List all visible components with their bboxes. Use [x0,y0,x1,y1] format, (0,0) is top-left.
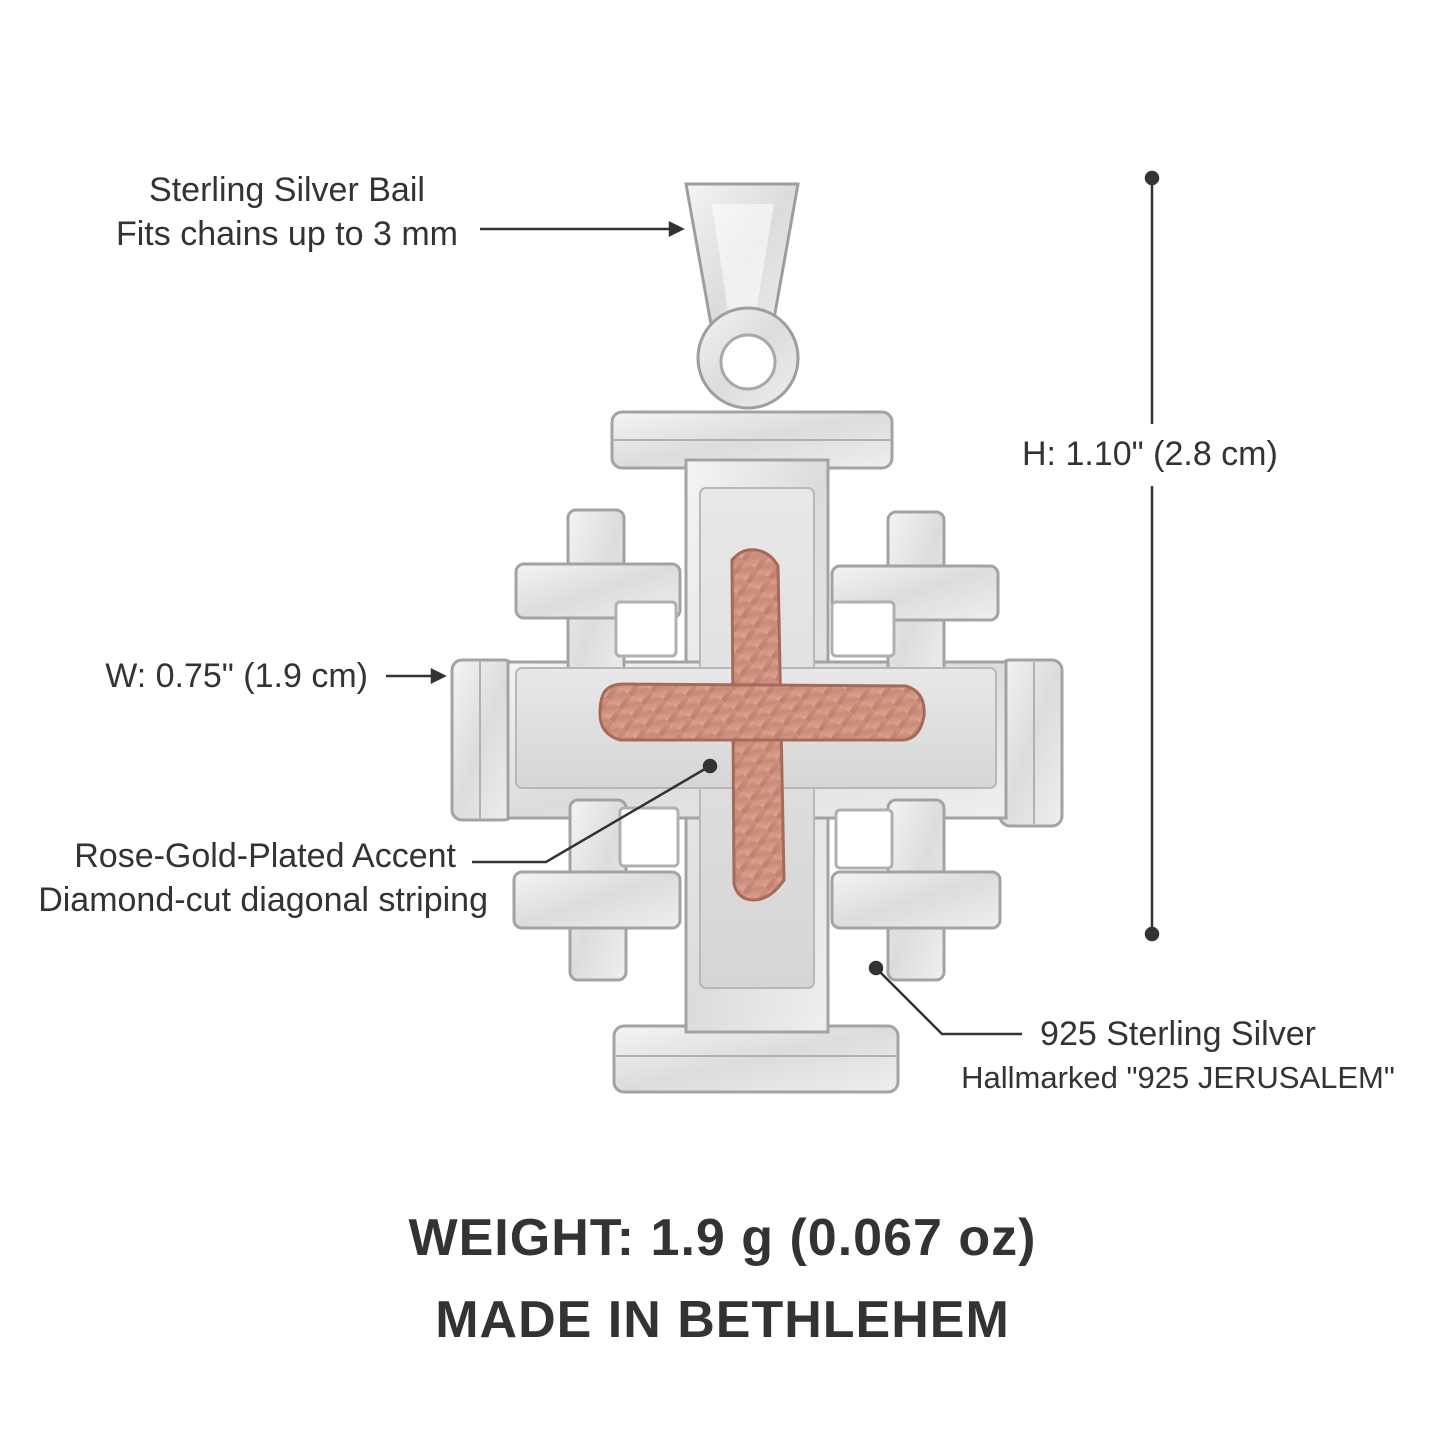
bail-callout-detail: Fits chains up to 3 mm [115,215,458,253]
width-callout: W: 0.75" (1.9 cm) [105,657,368,695]
accent-callout-detail: Diamond-cut diagonal striping [38,881,488,919]
callout-lines [386,170,1160,1036]
weight-text: WEIGHT: 1.9 g (0.067 oz) [408,1209,1037,1267]
accent-callout: Rose-Gold-Plated Accent Diamond-cut diag… [20,834,488,922]
rose-gold-accent-cross [598,548,926,902]
metal-callout-detail: Hallmarked "925 JERUSALEM" [961,1060,1395,1095]
bail-icon [684,182,800,410]
metal-callout: 925 Sterling Silver Hallmarked "925 JERU… [958,1012,1398,1100]
metal-callout-title: 925 Sterling Silver [1040,1015,1316,1053]
accent-callout-title: Rose-Gold-Plated Accent [74,837,456,875]
bail-callout: Sterling Silver Bail Fits chains up to 3… [92,168,482,256]
origin-text: MADE IN BETHLEHEM [435,1291,1010,1349]
height-callout: H: 1.10" (2.8 cm) [1022,435,1278,473]
cross-window-cutouts [614,600,896,870]
bail-callout-title: Sterling Silver Bail [149,171,425,209]
bar-ridges [479,439,1035,1057]
